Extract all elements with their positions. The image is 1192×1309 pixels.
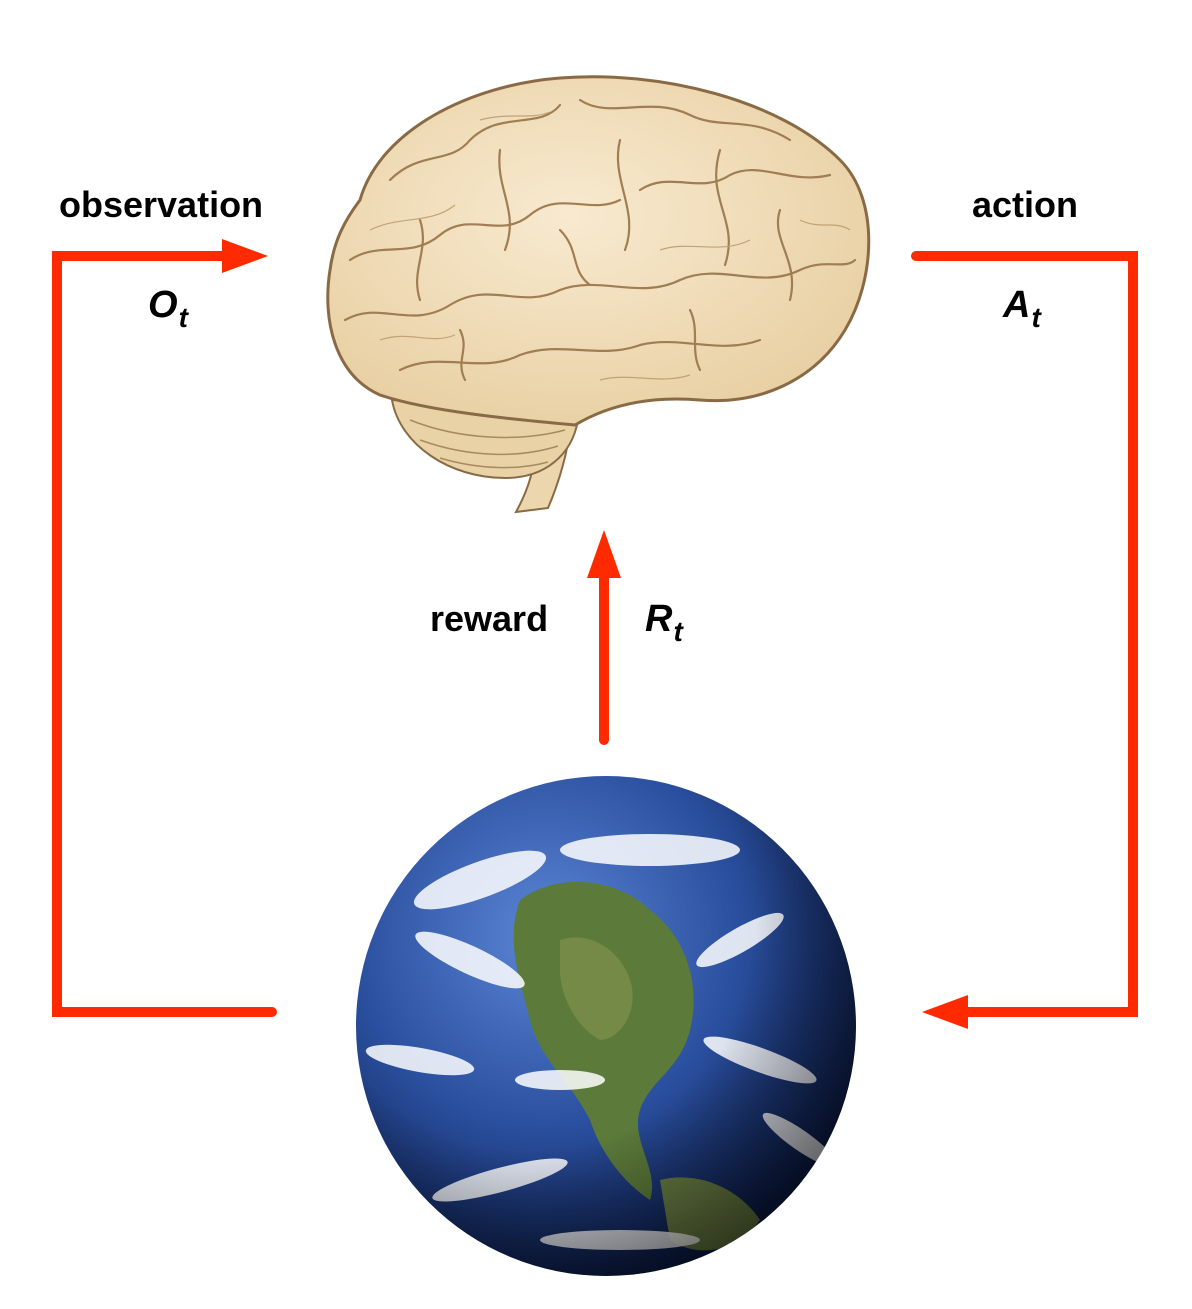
brain-icon	[326, 75, 871, 514]
action-symbol-subscript: t	[1031, 302, 1041, 333]
action-symbol-base: A	[1003, 284, 1031, 326]
reward-symbol-base: R	[645, 598, 673, 640]
observation-arrow	[52, 239, 277, 1017]
reward-arrow	[587, 530, 621, 745]
reward-symbol-subscript: t	[673, 616, 683, 647]
reward-symbol: Rt	[645, 598, 683, 647]
observation-symbol-base: O	[148, 284, 178, 326]
observation-symbol: Ot	[148, 284, 188, 333]
earth-globe-icon	[356, 776, 856, 1276]
observation-symbol-subscript: t	[178, 302, 188, 333]
action-symbol: At	[1003, 284, 1041, 333]
action-arrow	[911, 251, 1138, 1029]
observation-label: observation	[59, 184, 264, 225]
action-label: action	[972, 184, 1079, 225]
reward-label: reward	[430, 598, 549, 639]
